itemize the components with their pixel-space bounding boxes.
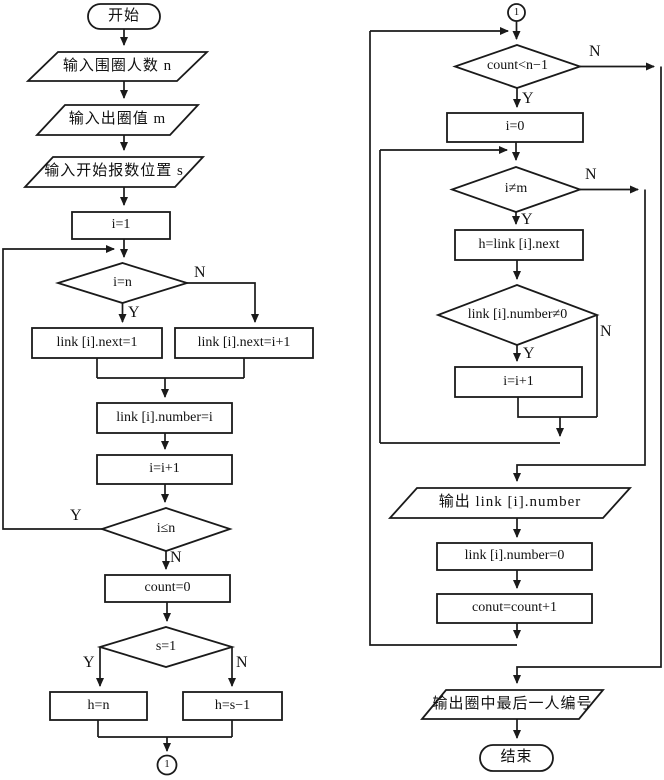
start-terminator bbox=[87, 3, 161, 30]
init-i-process bbox=[71, 211, 171, 240]
init-count-process bbox=[104, 574, 231, 603]
out-number-parallelogram bbox=[387, 487, 633, 519]
input-s-parallelogram bbox=[22, 156, 206, 188]
decision-i-ne-m bbox=[449, 166, 583, 213]
decision-s-eq-1 bbox=[96, 626, 236, 668]
connector-1-top bbox=[507, 3, 526, 22]
decision-i-le-n bbox=[99, 507, 233, 552]
decision-i-eq-n bbox=[54, 262, 191, 304]
advance-h-process bbox=[454, 229, 584, 261]
inc-i2-process bbox=[454, 366, 583, 398]
inc-i-process bbox=[96, 454, 233, 485]
reset-i-process bbox=[446, 112, 584, 143]
edge-next-merge bbox=[96, 358, 245, 379]
set-next-inc-process bbox=[174, 327, 314, 359]
edge-inner-merge bbox=[517, 315, 598, 418]
h-s1-process bbox=[182, 691, 283, 721]
decision-number-ne-0 bbox=[435, 284, 600, 346]
set-next-one-process bbox=[31, 327, 163, 359]
edge-no-to-set-next-inc bbox=[187, 282, 259, 323]
input-m-parallelogram bbox=[34, 104, 201, 136]
set-number-process bbox=[96, 402, 233, 434]
edge-no-down-to-out-last bbox=[513, 66, 662, 684]
clear-number-process bbox=[436, 542, 593, 571]
connector-1-bottom bbox=[156, 754, 178, 776]
edge-inner-return bbox=[379, 150, 560, 444]
end-terminator bbox=[479, 744, 554, 772]
edge-outer-loop bbox=[369, 31, 517, 646]
decision-count-lt-n1 bbox=[452, 44, 583, 89]
inc-count-process bbox=[436, 593, 593, 624]
h-n-process bbox=[49, 691, 148, 721]
out-last-parallelogram bbox=[420, 689, 605, 720]
edge-h-merge bbox=[97, 720, 233, 738]
edge-no-down-to-out-number bbox=[513, 189, 646, 482]
edge-i-le-n-yes-loop bbox=[2, 245, 115, 530]
input-n-parallelogram bbox=[25, 51, 210, 82]
